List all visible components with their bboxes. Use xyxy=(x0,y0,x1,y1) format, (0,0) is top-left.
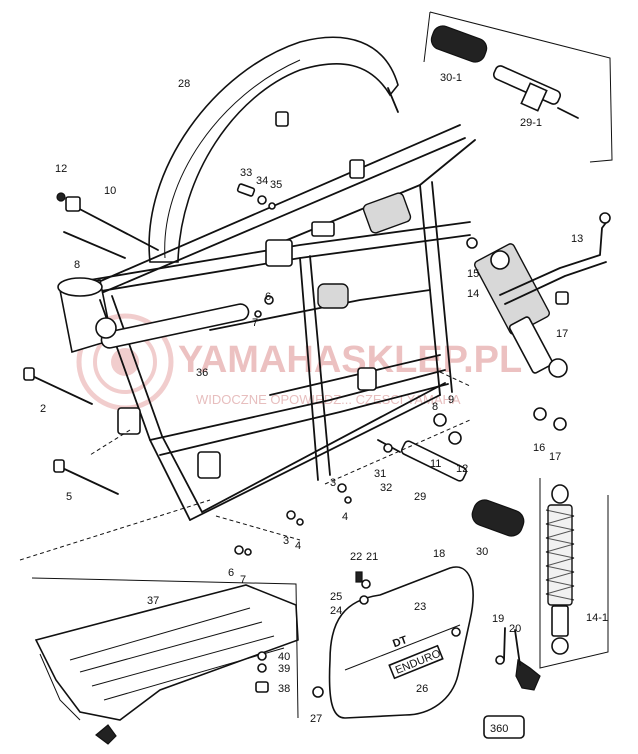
label-14-1: 14-1 xyxy=(586,612,608,624)
label-4-low: 4 xyxy=(295,540,301,552)
label-29-1: 29-1 xyxy=(520,117,542,129)
footpeg-rubber-30-1 xyxy=(430,25,488,63)
label-7-top: 7 xyxy=(252,317,258,329)
label-12-top: 12 xyxy=(55,163,67,175)
bolt-cluster-33-35 xyxy=(236,183,276,210)
label-6-low: 6 xyxy=(228,567,234,579)
footpeg-29-30 xyxy=(377,413,525,537)
label-5: 5 xyxy=(66,491,72,503)
label-32: 32 xyxy=(380,482,392,494)
label-29: 29 xyxy=(414,491,426,503)
label-30-1: 30-1 xyxy=(440,72,462,84)
label-6-top: 6 xyxy=(265,291,271,303)
label-20: 20 xyxy=(509,623,521,635)
bolts-left xyxy=(23,192,159,495)
label-4-mid: 4 xyxy=(342,511,348,523)
label-16: 16 xyxy=(533,442,545,454)
label-17-bottom: 17 xyxy=(549,451,561,463)
label-2: 2 xyxy=(40,403,46,415)
watermark-title: YAMAHASKLEP.PL xyxy=(178,339,522,381)
label-12-bottom: 12 xyxy=(456,463,468,475)
label-13: 13 xyxy=(571,233,583,245)
watermark: YAMAHASKLEP.PL WIDOCZNE OPOWIEDZ... CZES… xyxy=(76,313,522,411)
label-23: 23 xyxy=(414,601,426,613)
label-28: 28 xyxy=(178,78,190,90)
label-10: 10 xyxy=(104,185,116,197)
label-11: 11 xyxy=(430,458,441,470)
leader-lines xyxy=(19,371,471,561)
corner-text: 360 xyxy=(490,723,508,735)
footpeg-inset xyxy=(423,11,613,163)
grab-rail-13 xyxy=(499,212,611,305)
label-33: 33 xyxy=(240,167,252,179)
callout-labels: 30-1 29-1 28 12 10 33 34 35 13 8 15 14 6… xyxy=(40,72,608,735)
rear-fender-28 xyxy=(148,36,399,263)
label-37: 37 xyxy=(147,595,159,607)
label-9: 9 xyxy=(448,394,454,406)
footpeg-shaft-29-1 xyxy=(492,65,579,119)
nuts-16-17 xyxy=(533,291,569,431)
skid-plate-37 xyxy=(31,577,299,745)
label-31: 31 xyxy=(374,468,386,480)
label-30: 30 xyxy=(476,546,488,558)
side-cover-18: DT ENDURO xyxy=(312,566,474,719)
label-8-left: 8 xyxy=(74,259,80,271)
label-17-top: 17 xyxy=(556,328,568,340)
label-22: 22 xyxy=(350,551,362,563)
main-frame xyxy=(57,111,476,521)
label-18: 18 xyxy=(433,548,445,560)
label-34: 34 xyxy=(256,175,268,187)
label-8-right: 8 xyxy=(432,401,438,413)
label-35: 35 xyxy=(270,179,282,191)
label-38: 38 xyxy=(278,683,290,695)
mid-fasteners xyxy=(234,295,525,739)
label-14: 14 xyxy=(467,288,479,300)
label-24: 24 xyxy=(330,605,342,617)
label-15: 15 xyxy=(467,268,479,280)
label-40: 40 xyxy=(278,651,290,663)
cover-badge-text: DT xyxy=(391,634,409,650)
label-19: 19 xyxy=(492,613,504,625)
label-21: 21 xyxy=(366,551,378,563)
label-36: 36 xyxy=(196,367,208,379)
label-39: 39 xyxy=(278,663,290,675)
label-3-low: 3 xyxy=(283,535,289,547)
label-3-mid: 3 xyxy=(330,477,336,489)
label-26: 26 xyxy=(416,683,428,695)
screws-19-20 xyxy=(495,627,541,691)
rear-shock-14-1 xyxy=(539,478,609,669)
label-27: 27 xyxy=(310,713,322,725)
label-7-low: 7 xyxy=(240,574,246,586)
label-25: 25 xyxy=(330,591,342,603)
